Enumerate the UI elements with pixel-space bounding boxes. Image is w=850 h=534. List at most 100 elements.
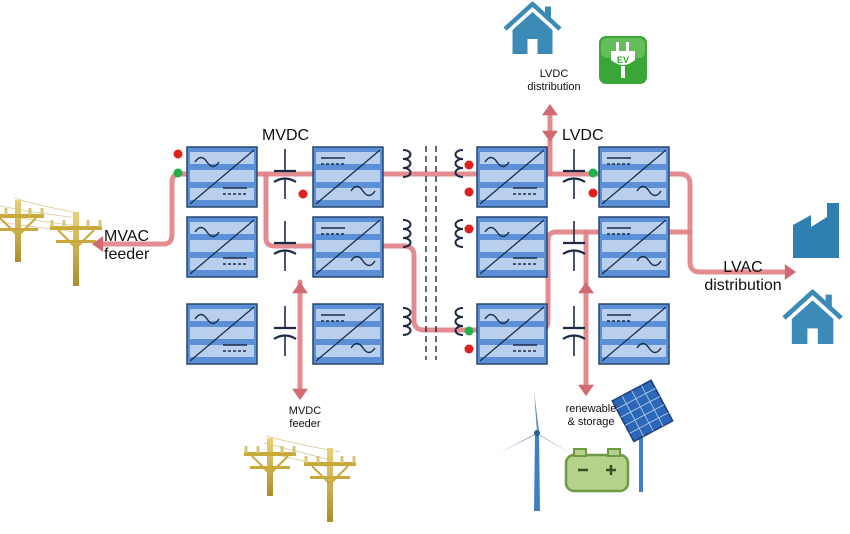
pole-insulator <box>256 446 260 453</box>
solar-panel-array <box>611 379 674 443</box>
converter-diagonal <box>189 306 255 362</box>
flow-main-bus <box>93 171 789 275</box>
lvac-distribution-line2: distribution <box>704 277 782 294</box>
lvac-distribution-label: LVAC distribution <box>697 259 789 295</box>
pole-brace <box>311 465 331 485</box>
pole-insulator <box>280 446 284 453</box>
converter-module-band <box>602 327 666 339</box>
pole-insulator <box>86 220 90 227</box>
converter-module-band <box>316 152 380 164</box>
pole-post <box>73 212 79 286</box>
house-roof <box>503 1 562 31</box>
converter-module-band <box>602 170 666 182</box>
ac-sine-symbol <box>194 313 220 325</box>
turbine-blade <box>537 433 573 455</box>
converter-diagonal <box>601 306 667 362</box>
house-chimney <box>825 294 832 307</box>
transformer-winding <box>402 149 412 178</box>
converter-module-band <box>602 258 666 270</box>
ac-sine-symbol <box>484 156 510 168</box>
pole-crossarm <box>310 476 350 479</box>
battery-icon <box>564 448 630 493</box>
ac-sine-symbol <box>350 185 376 197</box>
mvdc-feeder-label: MVDC feeder <box>283 405 327 431</box>
pole-insulator <box>62 220 66 227</box>
lvdc-capacitor-row2 <box>562 221 586 271</box>
battery-terminal <box>573 448 587 457</box>
lvdc-capacitor-row1 <box>562 149 586 199</box>
status-dot-red <box>588 188 598 198</box>
converter-module-band <box>480 170 544 182</box>
converter-mvdc-row1 <box>312 146 384 208</box>
pole-insulator <box>244 446 248 453</box>
converter-lvdc-row1 <box>476 146 548 208</box>
pole-insulator <box>316 456 320 463</box>
transformer-winding <box>402 307 412 336</box>
converter-module-band <box>316 222 380 234</box>
converter-module-band <box>316 188 380 200</box>
converter-lvac-row3 <box>598 303 670 365</box>
power-pole-icon <box>304 448 356 522</box>
turbine-blade <box>534 391 539 433</box>
house-icon <box>503 1 562 54</box>
mvdc-label: MVDC <box>262 127 310 144</box>
overhead-wire <box>0 221 77 233</box>
converter-module-band <box>190 170 254 182</box>
pole-crossarm <box>0 214 44 218</box>
status-dot-red <box>298 189 308 199</box>
converter-mvac-row1 <box>186 146 258 208</box>
factory-building <box>793 203 839 258</box>
converter-mvdc-row2 <box>312 216 384 278</box>
ac-sine-symbol <box>636 185 662 197</box>
pole-crossarm <box>56 240 96 243</box>
overhead-wire <box>0 205 81 219</box>
converter-diagonal <box>315 149 381 205</box>
ac-sine-symbol <box>194 226 220 238</box>
pole-brace <box>57 229 77 249</box>
flow-mvdc-branch <box>263 171 693 333</box>
power-pole-icon <box>50 212 102 286</box>
ev-plug-head <box>611 51 635 65</box>
converter-module-band <box>480 240 544 252</box>
converter-module-band <box>316 170 380 182</box>
turbine-blade <box>499 433 537 453</box>
converter-diagonal <box>601 219 667 275</box>
ac-sine-symbol <box>350 255 376 267</box>
lvdc-capacitor-row3 <box>562 306 586 356</box>
pole-insulator <box>28 208 32 215</box>
lvdc-distribution-arrow-down <box>542 130 558 142</box>
factory-icon <box>793 203 839 258</box>
solar-cell-line <box>625 404 665 426</box>
converter-mvac-row2 <box>186 216 258 278</box>
converter-module-band <box>602 222 666 234</box>
pole-brace <box>269 455 289 475</box>
mvdc-capacitor-row2 <box>273 221 297 271</box>
transformer-primary-winding <box>402 307 412 336</box>
pole-insulator <box>352 456 356 463</box>
status-dot-green <box>173 168 183 178</box>
solar-panel-icon <box>611 379 674 492</box>
converter-mvdc-row3 <box>312 303 384 365</box>
pole-insulator <box>40 208 44 215</box>
ev-plug-pin <box>616 42 619 51</box>
turbine-tower <box>534 433 540 511</box>
house-roof <box>782 289 843 320</box>
renewable-storage-line1: renewable <box>565 403 617 415</box>
mvac-feeder-line1: MVAC <box>104 228 150 245</box>
transformer-winding <box>454 219 464 248</box>
house-body <box>791 300 834 344</box>
lvdc-distribution-label: LVDC distribution <box>521 68 587 94</box>
pole-insulator <box>4 208 8 215</box>
converter-module-band <box>190 240 254 252</box>
pole-brace <box>329 465 349 485</box>
pole-post <box>327 448 333 522</box>
mvdc-feeder-line1: MVDC <box>288 405 322 417</box>
transformer-primary-winding <box>402 219 412 248</box>
solar-cell-line <box>621 395 644 437</box>
renewable-storage-label: renewable & storage <box>558 403 624 429</box>
converter-module-band <box>316 345 380 357</box>
battery-terminal <box>607 448 621 457</box>
mvdc-feeder-line2: feeder <box>289 418 321 430</box>
status-dot-green <box>588 168 598 178</box>
